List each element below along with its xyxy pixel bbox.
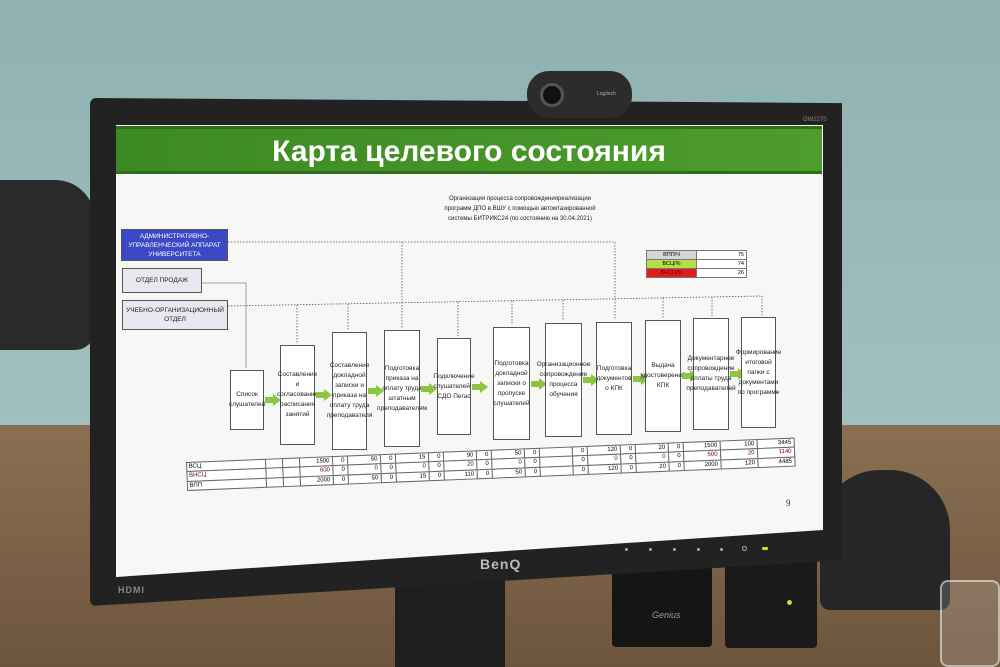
- table-cell: 4485: [756, 456, 796, 469]
- process-step: Составление и согласование расписания за…: [277, 345, 318, 445]
- department-sales: ОТДЕЛ ПРОДАЖ: [122, 268, 202, 293]
- subtitle-line: системы БИТРИКС24 (по состоянию на 30.04…: [448, 216, 592, 222]
- table-cell: 0: [571, 464, 589, 476]
- table-cell: [282, 475, 301, 488]
- legend-value: 75: [696, 250, 747, 260]
- legend-value: 74: [696, 259, 747, 269]
- subtitle-line: Организация процесса сопровожденияреализ…: [448, 196, 592, 202]
- table-cell: 50: [347, 472, 382, 485]
- process-step: Документарное сопровождение оплаты труда…: [686, 318, 736, 430]
- table-cell: 20: [634, 461, 670, 473]
- process-step: Организационное сопровождение процесса о…: [537, 323, 590, 437]
- table-cell: 15: [395, 470, 430, 483]
- monitor-button[interactable]: [673, 548, 676, 551]
- table-cell: 0: [619, 462, 637, 474]
- department-admin: АДМИНИСТРАТИВНО-УПРАВЛЕНЧЕСКИЙ АППАРАТ У…: [121, 229, 228, 261]
- process-step: Подготовка докладной записки о пропуске …: [493, 327, 530, 440]
- table-cell: 0: [667, 460, 685, 472]
- table-cell: [265, 476, 284, 488]
- table-cell: 0: [380, 472, 397, 484]
- monitor-button[interactable]: [625, 548, 628, 551]
- monitor-button[interactable]: [649, 548, 652, 551]
- legend-value: 26: [696, 268, 747, 278]
- process-step: Подготовка документов о КПК: [596, 322, 632, 435]
- subtitle-line: программ ДПО в ВШУ с помощью автомтазиро…: [444, 206, 596, 212]
- table-cell: 110: [443, 468, 478, 481]
- hdmi-label: HDMI: [118, 585, 145, 595]
- page-number: 9: [786, 498, 791, 508]
- monitor-button[interactable]: [720, 548, 723, 551]
- process-step: Формирование итоговой папки с документам…: [736, 317, 781, 428]
- slide-subtitle: Организация процесса сопровожденияреализ…: [400, 194, 640, 224]
- webcam: Logitech: [527, 71, 632, 118]
- slide-title: Карта целевого состояния: [272, 135, 666, 168]
- camera-lens: [540, 83, 564, 107]
- table-cell: 120: [719, 457, 759, 470]
- webcam-brand: Logitech: [597, 91, 616, 97]
- monitor-brand: BenQ: [480, 556, 522, 572]
- table-cell: 0: [523, 466, 541, 478]
- slide-title-bar: Карта целевого состояния: [116, 126, 822, 174]
- arrow-right-icon: [472, 380, 488, 393]
- process-step: Список слушателей: [229, 370, 265, 430]
- process-step: Составление докладной записки и приказа …: [327, 332, 372, 450]
- speaker-brand: Genius: [652, 610, 681, 620]
- arrow-right-icon: [531, 377, 547, 390]
- process-step: Подключение слушателей к СДО Пегас: [433, 338, 475, 435]
- legend-label: ВНСЦ/%: [646, 268, 697, 278]
- legend-label: ВПП/Ч: [646, 250, 697, 260]
- table-cell: 2000: [682, 459, 722, 472]
- arrow-right-icon: [583, 374, 599, 386]
- table-cell: 2000: [299, 474, 334, 487]
- process-step: Подготовка приказа на оплату труда штатн…: [377, 330, 427, 447]
- arrow-right-icon: [368, 385, 384, 397]
- arrow-right-icon: [421, 382, 437, 395]
- power-button[interactable]: [742, 546, 747, 551]
- glass: [940, 580, 1000, 667]
- process-step: Выдача удостоверений КПК: [640, 320, 686, 432]
- table-cell: 0: [476, 468, 493, 480]
- power-led: [762, 547, 768, 550]
- monitor-button[interactable]: [697, 548, 700, 551]
- table-cell: [538, 464, 574, 477]
- legend-label: ВСЦ/%: [646, 259, 697, 269]
- monitor-model: GW2270: [803, 117, 827, 123]
- table-cell: 50: [490, 466, 526, 479]
- table-cell: 0: [428, 470, 445, 482]
- department-education: УЧЕБНО-ОРГАНИЗАЦИОННЫЙ ОТДЕЛ: [122, 300, 228, 330]
- table-cell: 0: [332, 474, 349, 486]
- table-cell: 120: [586, 463, 622, 475]
- power-led: [787, 600, 792, 605]
- arrow-right-icon: [265, 394, 281, 406]
- chair: [0, 180, 95, 350]
- arrow-right-icon: [316, 389, 332, 401]
